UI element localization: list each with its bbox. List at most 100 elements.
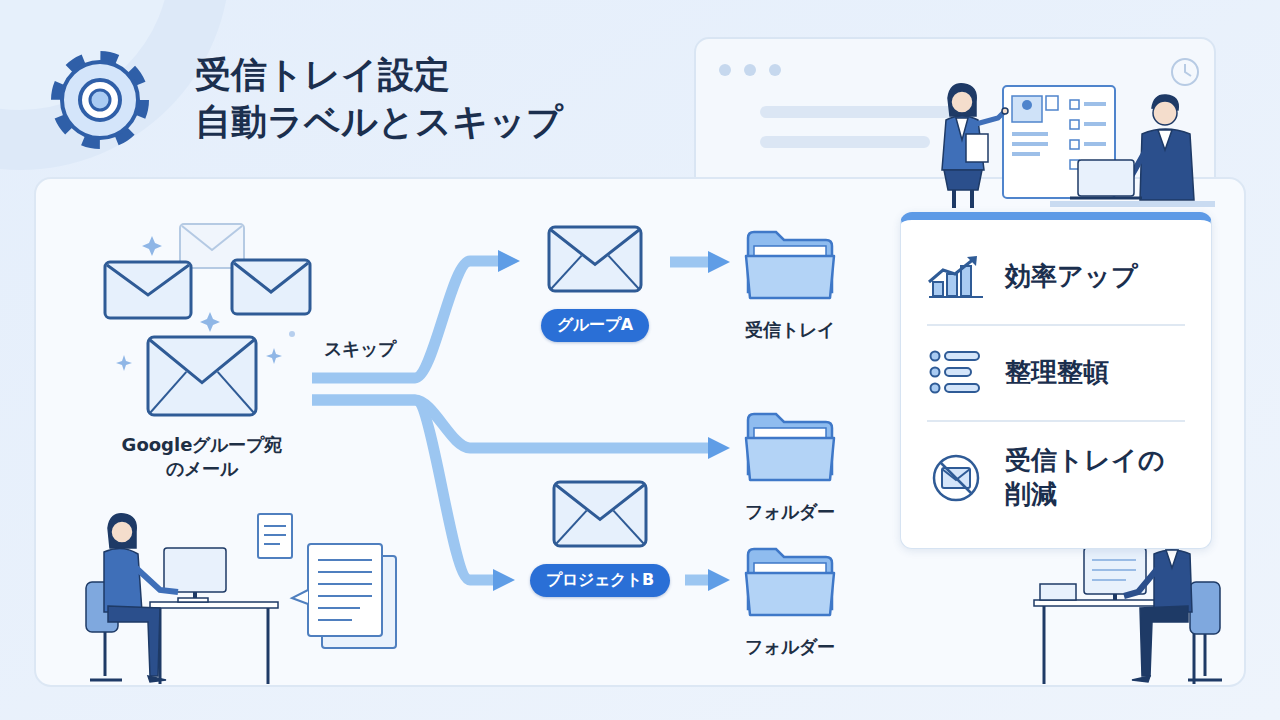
- desk-worker-figure-part: [164, 548, 226, 592]
- list-line: [945, 352, 979, 360]
- envelope-flap: [556, 485, 644, 519]
- benefit-row: 効率アップ: [927, 230, 1185, 326]
- envelope-fold: [556, 511, 587, 544]
- list-bullet: [931, 352, 940, 361]
- presenter-figure: [942, 84, 1008, 208]
- benefit-text: 整理整頓: [1005, 356, 1109, 390]
- presenter-figure-part: [976, 112, 1004, 124]
- group-pill: プロジェクトB: [530, 564, 670, 597]
- envelope-cluster-part: [232, 260, 310, 314]
- envelope-fold: [551, 256, 582, 289]
- benefit-text: 効率アップ: [1005, 260, 1138, 294]
- benefit-text: 受信トレイの 削減: [1005, 444, 1185, 512]
- desk-worker-figure-part: [267, 608, 270, 684]
- presentation-board-part: [1084, 142, 1106, 146]
- office-worker-figure-part: [1154, 550, 1192, 612]
- laptop-worker-figure-part: [1070, 197, 1142, 200]
- folder-front: [746, 573, 834, 615]
- list-line: [945, 384, 979, 392]
- laptop-worker-figure-part: [1050, 201, 1215, 207]
- presenter-figure-part: [948, 84, 976, 116]
- desk-worker-figure-part: [150, 602, 278, 608]
- envelope-body: [554, 482, 646, 546]
- folder-label: 受信トレイ: [730, 318, 850, 342]
- gear-icon-part: [62, 62, 138, 138]
- benefit-row: 受信トレイの 削減: [927, 422, 1185, 534]
- office-worker-figure-part: [1092, 559, 1136, 561]
- presentation-board-part: [1070, 100, 1079, 109]
- presentation-board-part: [1022, 100, 1032, 110]
- list-line: [945, 368, 971, 376]
- desk-worker-figure-part: [108, 514, 136, 548]
- prohibit-circle: [934, 456, 978, 500]
- presentation-board-part: [1084, 102, 1106, 106]
- document-icons-part: [318, 619, 352, 621]
- presentation-board-part: [1046, 96, 1058, 110]
- desk-worker-figure-part: [108, 606, 160, 676]
- folder-label: フォルダー: [730, 635, 850, 659]
- laptop-worker-figure-part: [1153, 101, 1177, 125]
- folder-icon: [744, 410, 836, 484]
- flow-arrow: [685, 575, 708, 586]
- document-icons-part: [318, 571, 372, 573]
- group-pill: グループA: [541, 309, 649, 342]
- folder-icon: [744, 228, 836, 302]
- envelope-cluster-part: [116, 355, 132, 371]
- envelope-body: [549, 227, 641, 291]
- envelope-flap: [150, 340, 254, 383]
- diagram-title: 受信トレイ設定 自動ラベルとスキップ: [195, 52, 585, 146]
- list-bullet: [931, 384, 940, 393]
- envelope-cluster-part: [105, 262, 191, 318]
- office-worker-figure-part: [1140, 606, 1188, 676]
- envelope-cluster-part: [182, 226, 242, 250]
- main-panel: [35, 178, 1245, 686]
- gear-icon-part: [58, 58, 142, 142]
- main-panel-part: [35, 178, 1245, 686]
- document-icons-part: [308, 544, 382, 636]
- gear-icon-part: [90, 90, 110, 110]
- desk-worker-figure-part: [111, 521, 133, 543]
- envelope-cluster-part: [234, 263, 308, 292]
- laptop-worker-figure: [1050, 95, 1215, 207]
- chart-arrowhead: [967, 256, 977, 266]
- document-icons-part: [292, 590, 308, 604]
- browser-window-part: [760, 106, 960, 118]
- envelope-cluster-part: [289, 331, 295, 337]
- envelope-fold: [150, 372, 186, 413]
- presentation-board-part: [1084, 122, 1106, 126]
- office-worker-figure-part: [1124, 568, 1158, 596]
- document-icons-part: [318, 583, 372, 585]
- desk-worker-figure-part: [178, 598, 208, 602]
- desk-worker-figure-part: [134, 566, 178, 592]
- office-worker-figure-part: [1084, 548, 1146, 594]
- desk-worker-figure-part: [90, 679, 122, 682]
- document-icons-part: [318, 595, 372, 597]
- envelope-icon: [547, 225, 643, 293]
- browser-window-part: [719, 64, 731, 76]
- flow-arrow: [670, 257, 708, 268]
- presenter-figure-part: [944, 170, 982, 190]
- envelope-body: [148, 337, 256, 415]
- folder-box: フォルダー: [730, 410, 850, 524]
- pill-holder: プロジェクトB: [515, 564, 685, 597]
- envelope-fold: [608, 256, 639, 289]
- pill-holder: グループA: [520, 309, 670, 342]
- desk-worker-figure-part: [104, 548, 142, 612]
- prohibit-slash: [940, 462, 972, 494]
- folder-front: [746, 438, 834, 480]
- chart-bar: [961, 266, 971, 296]
- envelope-cluster-part: [107, 265, 189, 295]
- flow-arrow: [312, 400, 708, 448]
- browser-window-part: [769, 64, 781, 76]
- chart-bar: [947, 274, 957, 296]
- flow-arrow: [312, 400, 493, 580]
- group-label: グループA: [520, 225, 670, 342]
- envelope-cluster-part: [266, 348, 282, 364]
- presentation-board-part: [1070, 140, 1079, 149]
- document-icons: [258, 514, 396, 648]
- document-icons-part: [264, 525, 286, 527]
